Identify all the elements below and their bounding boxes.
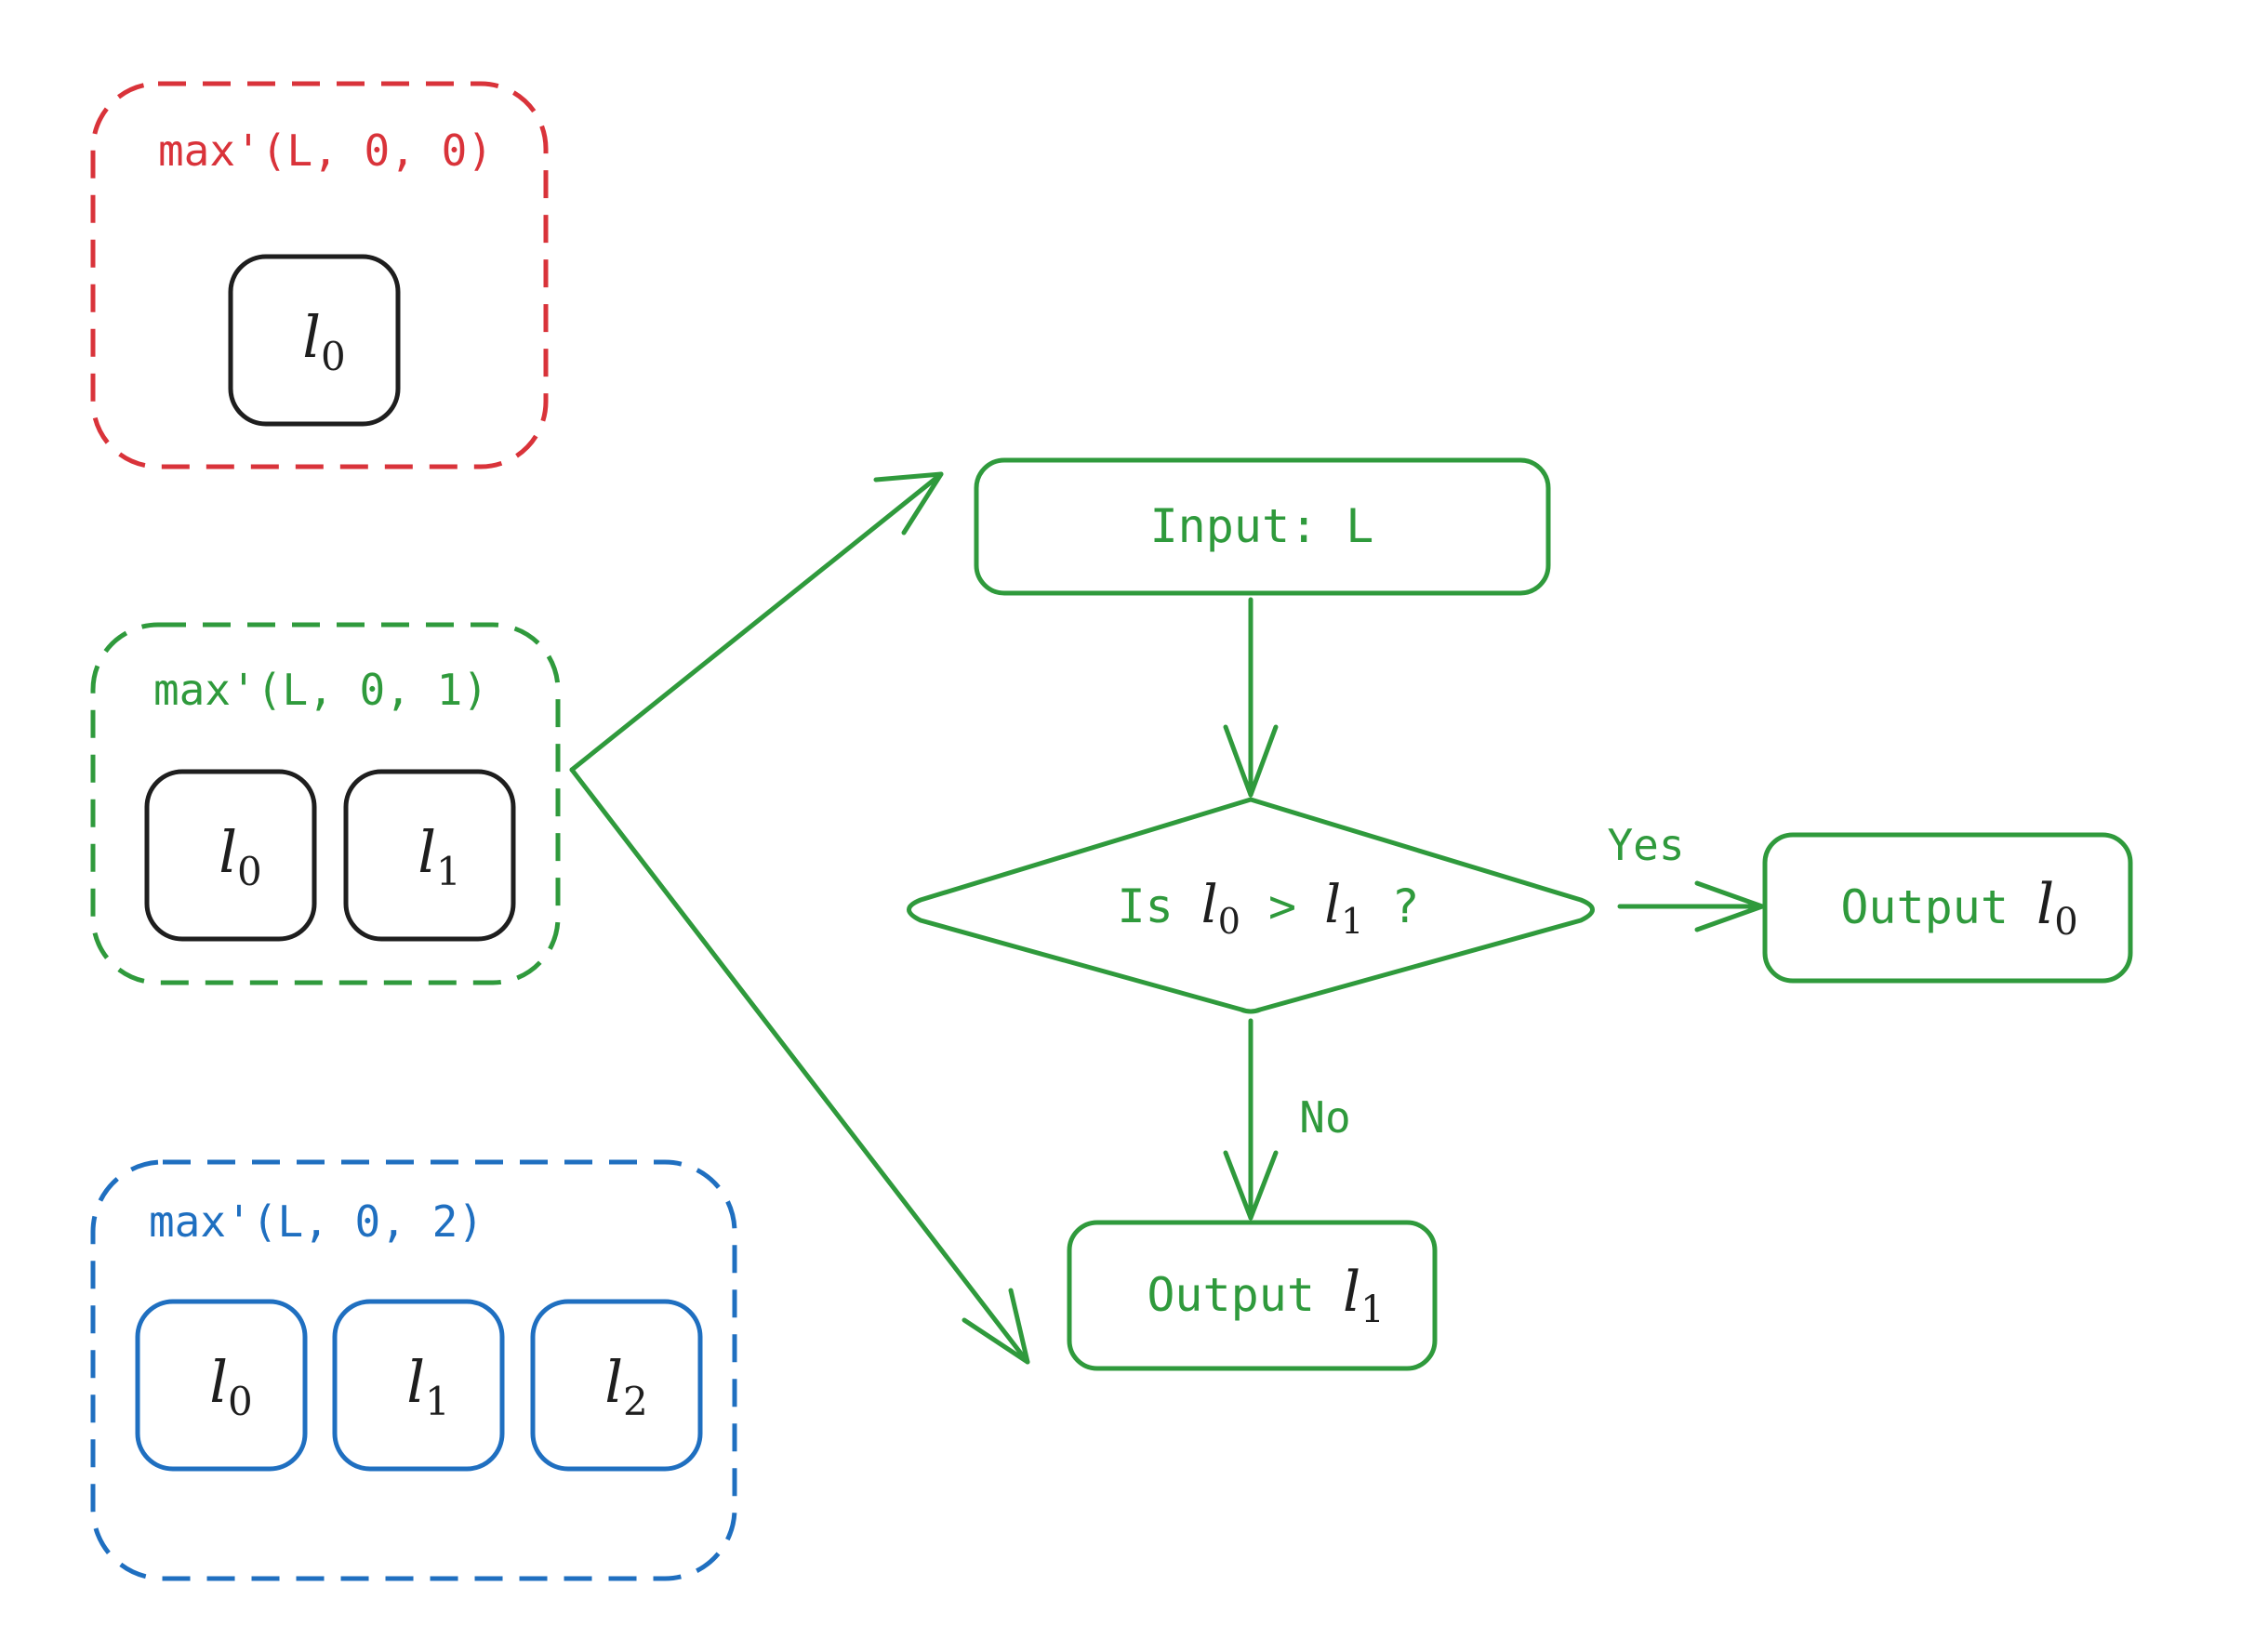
- cell-value: l0: [80, 1348, 354, 1428]
- decision-node: Is l0 > l1 ?: [907, 797, 1595, 1014]
- group-max-0-label: max'(L, 0, 0): [158, 126, 493, 176]
- cell-l1: l1: [288, 769, 563, 942]
- arrow-to-input-head: [873, 471, 944, 535]
- output-yes-label: Output l0: [1715, 872, 2175, 946]
- cell-box: [144, 769, 317, 942]
- output-no-box: [1067, 1220, 1438, 1371]
- cell-value: l0: [89, 818, 364, 898]
- cell-box: [343, 769, 516, 942]
- cell-value: l2: [475, 1348, 749, 1428]
- group-max-1: max'(L, 0, 1) l0 l1: [89, 622, 563, 985]
- arrow-to-output-l1-head: [962, 1288, 1030, 1365]
- group-max-2-label: max'(L, 0, 2): [149, 1196, 484, 1247]
- output-yes-node: Output l0: [1715, 832, 2175, 984]
- expand-arrows: [569, 471, 1030, 1365]
- cell-value: l1: [277, 1348, 551, 1428]
- cell-value: l1: [288, 818, 563, 898]
- cell-l1: l1: [277, 1299, 551, 1472]
- input-box: [974, 457, 1551, 596]
- yes-label: Yes: [1607, 820, 1684, 870]
- group-max-0: max'(L, 0, 0) l0: [90, 81, 549, 469]
- decision-diamond: [907, 797, 1595, 1014]
- group-max-2-frame: [90, 1159, 737, 1581]
- arrow-to-output-l1: [569, 767, 1030, 1365]
- input-node: Input: L: [974, 457, 1551, 596]
- group-max-1-label: max'(L, 0, 1): [153, 665, 488, 715]
- decision-label: Is l0 > l1 ?: [1000, 875, 1510, 942]
- no-label: No: [1299, 1092, 1350, 1143]
- no-branch: No: [1223, 1018, 1351, 1221]
- output-no-label: Output l1: [1021, 1260, 1481, 1334]
- flowchart: Input: L Is l0 > l1 ? Yes Output: [907, 457, 2175, 1371]
- arrow-to-input: [569, 471, 944, 773]
- cell-l2: l2: [475, 1299, 749, 1472]
- cell-value: l0: [173, 303, 447, 383]
- cell-box: [530, 1299, 703, 1472]
- input-label: Input: L: [1150, 499, 1374, 553]
- yes-branch: Yes: [1607, 820, 1765, 932]
- cell-l0: l0: [89, 769, 364, 942]
- cell-box: [332, 1299, 505, 1472]
- group-max-2: max'(L, 0, 2) l0 l1 l2: [80, 1159, 749, 1581]
- arrow-input-to-decision: [1223, 597, 1279, 798]
- output-yes-box: [1762, 832, 2133, 984]
- group-max-1-frame: [90, 622, 561, 985]
- output-no-node: Output l1: [1021, 1220, 1481, 1371]
- group-max-0-frame: [90, 81, 549, 469]
- cell-box: [135, 1299, 308, 1472]
- cell-l0: l0: [80, 1299, 354, 1472]
- cell-l0: l0: [173, 254, 447, 427]
- cell-box: [228, 254, 401, 427]
